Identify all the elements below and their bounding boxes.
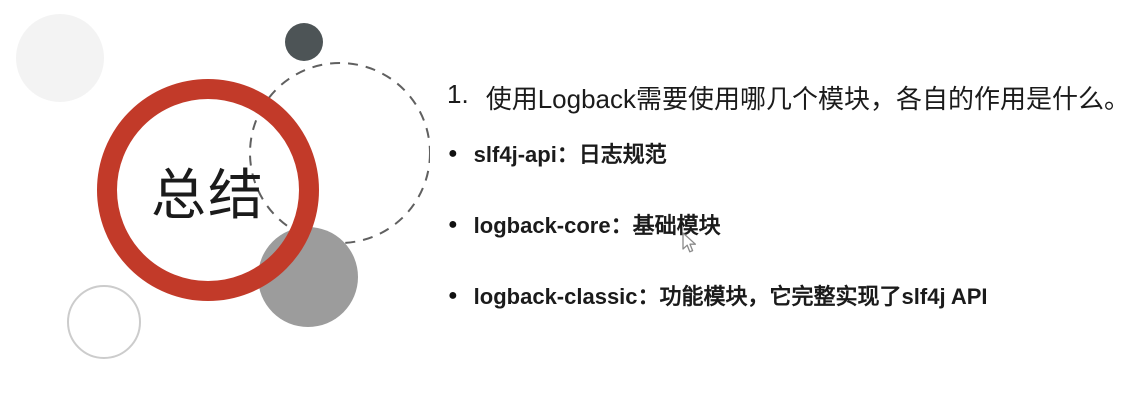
- mouse-cursor-icon: [682, 232, 697, 253]
- bullet-item-logback-classic: ● logback-classic：功能模块，它完整实现了slf4j API: [448, 279, 988, 311]
- bullet-marker-icon: ●: [448, 287, 458, 304]
- question-number: 1.: [447, 79, 469, 109]
- bullet-marker-icon: ●: [448, 145, 458, 162]
- decorative-circles: [16, 14, 430, 359]
- bullet-item-logback-core: ● logback-core：基础模块: [448, 208, 721, 240]
- question-text: 使用Logback需要使用哪几个模块，各自的作用是什么。: [485, 84, 1130, 114]
- light-gray-circle-icon: [16, 14, 104, 102]
- dashed-circle-icon: [249, 62, 430, 244]
- question-heading: 1. 使用Logback需要使用哪几个模块，各自的作用是什么。: [447, 79, 1130, 116]
- bullet-marker-icon: ●: [448, 216, 458, 233]
- dark-gray-circle-icon: [285, 23, 323, 61]
- bullet-text: logback-core：基础模块: [473, 213, 721, 238]
- bullet-text: logback-classic：功能模块，它完整实现了slf4j API: [473, 284, 988, 309]
- bullet-text: slf4j-api：日志规范: [473, 142, 667, 167]
- bullet-item-slf4j-api: ● slf4j-api：日志规范: [448, 137, 667, 169]
- outlined-white-circle-icon: [67, 285, 141, 359]
- red-ring-icon: [97, 79, 319, 301]
